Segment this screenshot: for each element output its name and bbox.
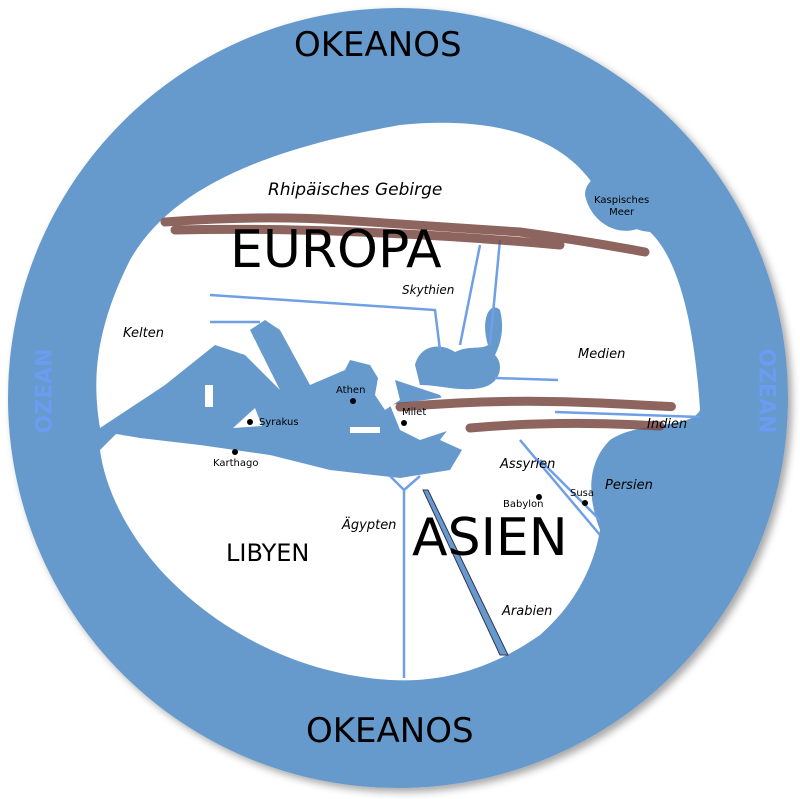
caspian-sea-label: Kaspisches Meer <box>594 195 649 219</box>
sicily-island <box>233 408 262 428</box>
continent-asia: ASIEN <box>412 508 568 568</box>
city-markers <box>232 398 588 506</box>
ocean-label-right: OZEAN <box>753 348 779 434</box>
caspian-line1: Kaspisches <box>594 195 650 206</box>
crete-island <box>350 427 380 433</box>
region-india: Indien <box>647 417 688 432</box>
ocean-label-left: OZEAN <box>32 348 58 434</box>
ocean-label-bottom: OKEANOS <box>306 711 474 751</box>
region-egypt: Ägypten <box>342 518 397 533</box>
region-assyria: Assyrien <box>500 457 556 472</box>
red-sea <box>422 489 509 656</box>
ocean-label-top: OKEANOS <box>294 25 462 65</box>
region-scythia: Skythien <box>402 283 455 297</box>
region-media: Medien <box>578 347 626 362</box>
continent-europe: EUROPA <box>230 220 442 280</box>
city-miletus: Milet <box>402 407 427 418</box>
mountain-ranges <box>160 213 676 433</box>
region-arabia: Arabien <box>502 604 553 619</box>
city-athens: Athen <box>336 385 366 396</box>
city-babylon: Babylon <box>503 499 544 510</box>
sardinia-island <box>205 385 213 407</box>
region-persia: Persien <box>605 478 653 493</box>
rivers <box>209 239 701 678</box>
caspian-line2: Meer <box>609 207 635 218</box>
continent-libya: LIBYEN <box>226 539 310 567</box>
city-susa: Susa <box>570 488 595 499</box>
black-sea <box>415 307 503 390</box>
city-syracuse: Syrakus <box>259 417 299 428</box>
city-carthage: Karthago <box>213 458 259 469</box>
mediterranean-sea <box>100 320 462 478</box>
region-celts: Kelten <box>123 326 165 341</box>
caspian-sea <box>585 175 655 231</box>
region-rhipaean: Rhipäisches Gebirge <box>268 180 443 200</box>
